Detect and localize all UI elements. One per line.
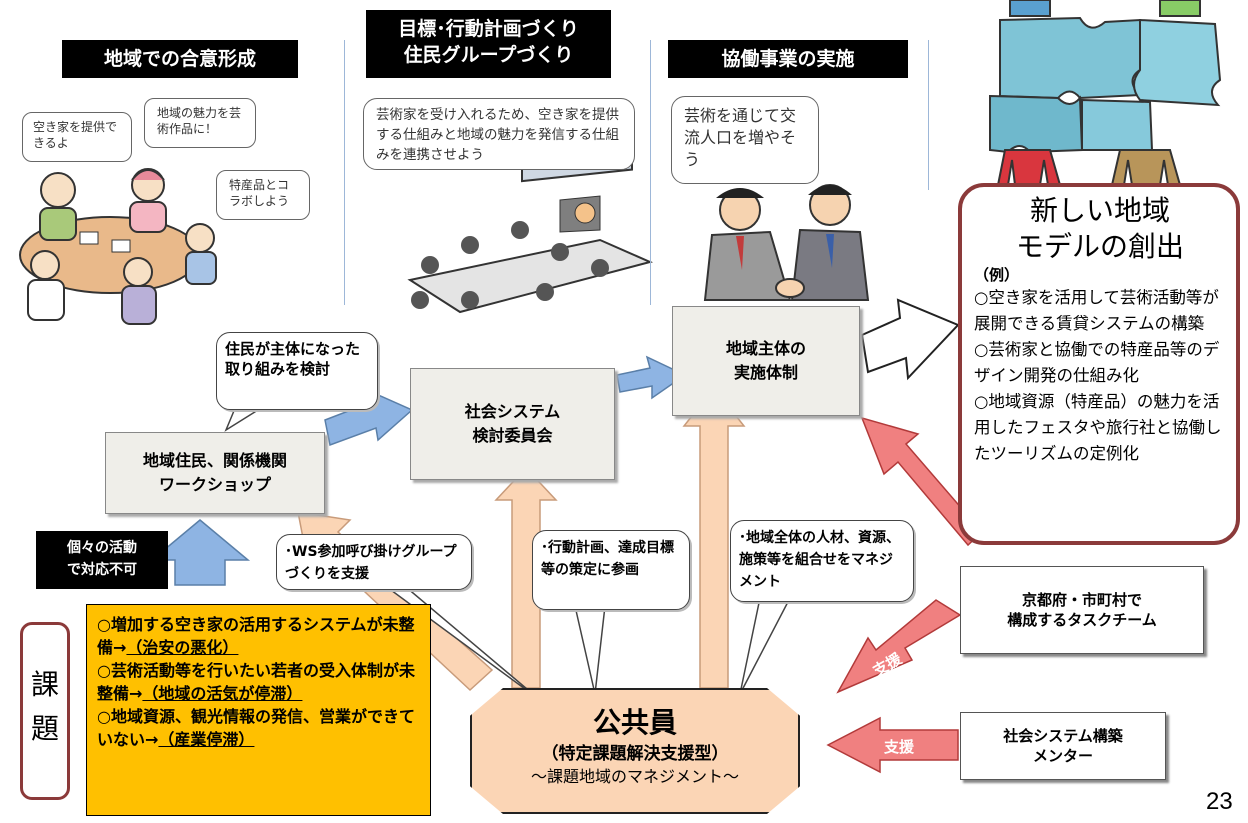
public-staff-box: 公共員 （特定課題解決支援型） ～課題地域のマネジメント～: [470, 688, 800, 814]
new-model-item-1: ○空き家を活用して芸術活動等が展開できる賃貸システムの構築: [974, 288, 1219, 333]
callout-resident-led: 住民が主体になった取り組みを検討: [216, 332, 378, 410]
flow-arrows-blue: [149, 355, 687, 586]
thought-bubble-vacant-house: 空き家を提供できるよ: [22, 112, 132, 162]
handshake-illustration: [703, 184, 870, 301]
public-staff-title: 公共員: [592, 706, 677, 739]
issue-2-text: ○芸術活動等を行いたい若者の受入体制が未整備→: [97, 661, 415, 703]
column-separator-2: [650, 40, 651, 305]
issues-box: ○増加する空き家の活用するシステムが未整備→（治安の悪化） ○芸術活動等を行いた…: [86, 604, 431, 816]
task-team-box: 京都府・市町村で 構成するタスクチーム: [960, 566, 1204, 654]
header-implementation: 協働事業の実施: [668, 40, 908, 78]
header-planning-line1: 目標･行動計画づくり: [398, 18, 579, 40]
new-model-box: 新しい地域 モデルの創出 （例） ○空き家を活用して芸術活動等が展開できる賃貸シ…: [958, 183, 1240, 545]
arrow-to-new-model: [860, 298, 960, 381]
new-model-title-2: モデルの創出: [1015, 230, 1184, 263]
issues-label: 課 題: [20, 622, 70, 800]
workshop-box: 地域住民、関係機関 ワークショップ: [105, 432, 325, 514]
thought-bubble-specialty: 特産品とコラボしよう: [216, 170, 310, 220]
individual-line1: 個々の活動: [67, 540, 137, 556]
header-planning-line2: 住民グループづくり: [403, 44, 574, 66]
arrow-public-to-committee: [494, 466, 558, 689]
meeting-illustration-1: [19, 168, 217, 325]
support-label-mentor: 支援: [884, 738, 915, 756]
support-arrows: [826, 416, 984, 774]
new-model-example-label: （例）: [974, 266, 1020, 284]
issue-3-text: ○地域資源、観光情報の発信、営業ができていない→: [97, 707, 415, 749]
thought-bubble-exchange: 芸術を通じて交流人口を増やそう: [671, 96, 819, 184]
new-model-item-3: ○地域資源（特産品）の魅力を活用したフェスタや旅行社と協働したツーリズムの定例化: [974, 392, 1222, 463]
public-staff-tagline: ～課題地域のマネジメント～: [530, 767, 739, 786]
callout-ws-support: ･WS参加呼び掛けグループづくりを支援: [276, 534, 472, 590]
support-arrow-mentor: [826, 716, 959, 774]
issue-1-text: ○増加する空き家の活用するシステムが未整備→: [97, 615, 415, 657]
support-arrow-task-team: [836, 599, 962, 694]
arrow-committee-to-implementation: [616, 355, 687, 400]
column-separator-1: [344, 40, 345, 305]
thought-bubble-art: 地域の魅力を芸術作品に！: [144, 98, 256, 148]
new-model-item-2: ○芸術家と協働での特産品等のデザイン開発の仕組み化: [974, 340, 1220, 385]
committee-box: 社会システム 検討委員会: [410, 368, 615, 480]
column-separator-3: [928, 40, 929, 190]
implementation-box: 地域主体の 実施体制: [672, 306, 860, 416]
individual-activity-label: 個々の活動 で対応不可: [36, 531, 168, 589]
individual-line2: で対応不可: [67, 562, 137, 578]
puzzle-illustration: [989, 0, 1222, 205]
arrow-individual-up: [149, 519, 251, 586]
issue-3-effect: （産業停滞）: [158, 730, 255, 749]
header-consensus: 地域での合意形成: [62, 40, 298, 78]
public-staff-subtitle: （特定課題解決支援型）: [541, 744, 729, 764]
mentor-box: 社会システム構築 メンター: [960, 712, 1166, 780]
header-planning: 目標･行動計画づくり 住民グループづくり: [366, 10, 611, 78]
callout-action-plan: ･行動計画、達成目標等の策定に参画: [532, 530, 690, 610]
new-model-title-1: 新しい地域: [1029, 194, 1170, 227]
page-number: 23: [1206, 788, 1233, 815]
issue-2-effect: （地域の活気が停滞）: [142, 684, 303, 703]
callout-management: ･地域全体の人材、資源、施策等を組合せをマネジメント: [730, 520, 914, 602]
thought-bubble-system-link: 芸術家を受け入れるため、空き家を提供する仕組みと地域の魅力を発信する仕組みを連携…: [363, 98, 635, 170]
issue-1-effect: （治安の悪化）: [126, 638, 239, 657]
